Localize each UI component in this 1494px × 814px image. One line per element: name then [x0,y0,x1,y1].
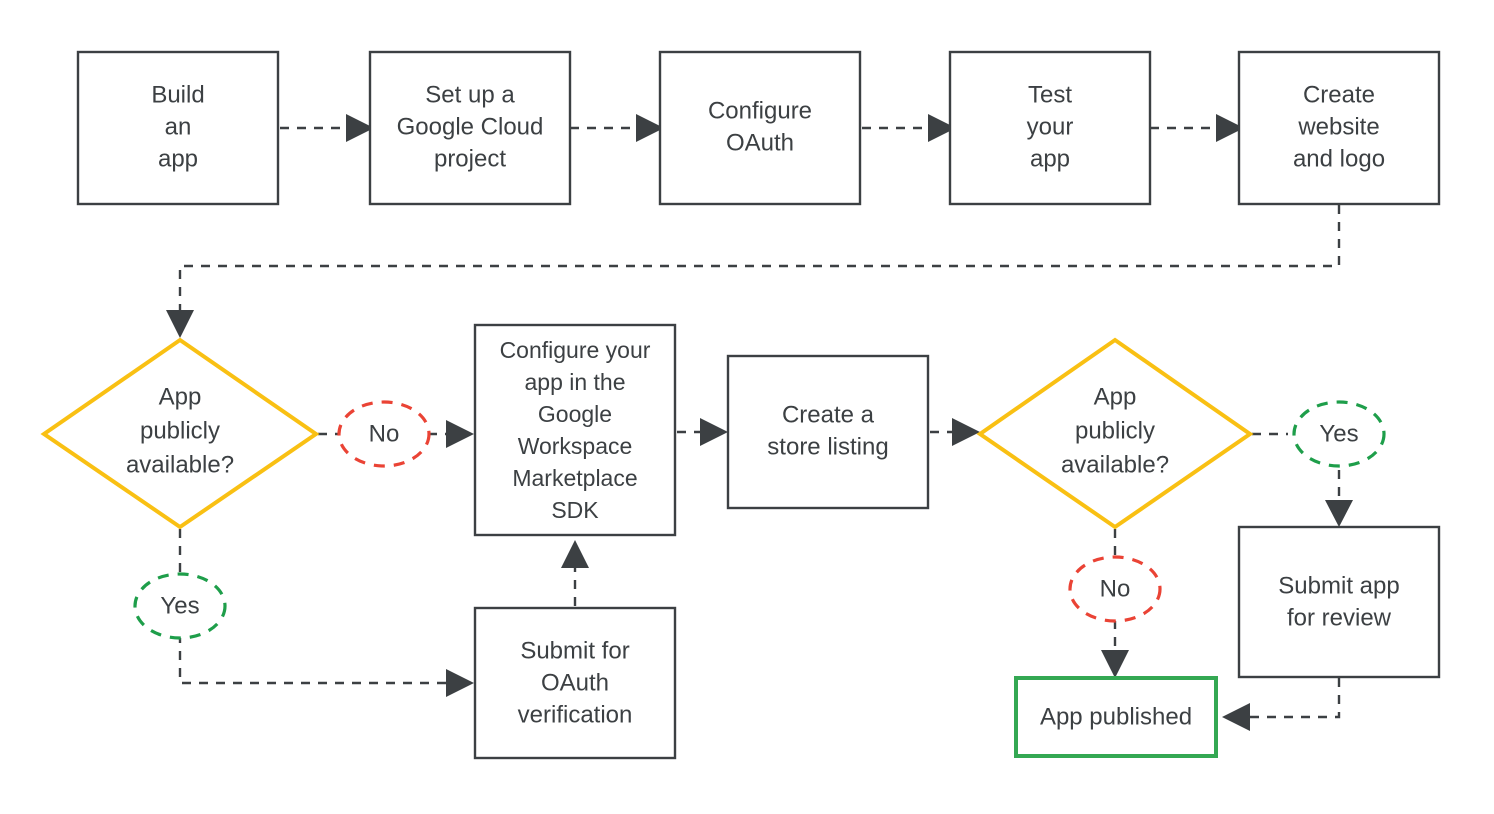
edge-label-decision-one-yes-text: Yes [160,592,199,619]
node-build-an-app-line-2: an [165,113,192,140]
connector-sdk-to-store-listing [677,418,728,446]
connector-build-to-gcloud [280,114,374,142]
arrowhead-icon [1216,114,1244,142]
node-app-published-label: App published [1040,703,1192,730]
arrowhead-icon [700,418,728,446]
node-test-your-app[interactable]: Test your app [948,50,1152,206]
node-submit-review-line-1: Submit app [1278,572,1399,599]
arrowhead-icon [166,310,194,338]
node-oauth-verification-line-1: Submit for [520,637,629,664]
arrowhead-icon [1222,703,1250,731]
edge-label-decision-two-yes-text: Yes [1319,420,1358,447]
node-configure-app-marketplace-sdk[interactable]: Configure your app in the Google Workspa… [473,323,677,537]
node-gcloud-line-3: project [434,145,506,172]
node-configure-oauth-line-2: OAuth [726,129,794,156]
node-create-store-listing[interactable]: Create a store listing [726,354,930,510]
arrowhead-icon [346,114,374,142]
node-gcloud-line-2: Google Cloud [397,113,544,140]
connector-test-to-website [1150,114,1244,142]
node-create-website-and-logo[interactable]: Create website and logo [1237,50,1441,206]
arrowhead-icon [928,114,956,142]
node-test-app-line-1: Test [1028,81,1072,108]
connector-decision-two-yes [1252,432,1353,527]
edge-label-decision-one-no-text: No [369,420,400,447]
node-configure-oauth-line-1: Configure [708,97,812,124]
node-decision-two-line-1: App [1094,383,1137,410]
node-app-published[interactable]: App published [1014,676,1218,758]
arrowhead-icon [952,418,980,446]
edge-label-decision-two-no: No [1068,555,1162,623]
node-website-logo-line-1: Create [1303,81,1375,108]
connector-store-listing-to-decision-two [930,418,980,446]
node-build-an-app[interactable]: Build an app [76,50,280,206]
node-sdk-line-4: Workspace [518,433,633,459]
node-submit-oauth-verification[interactable]: Submit for OAuth verification [473,606,677,760]
connector-decision-two-no [1101,529,1129,678]
node-decision-two-line-3: available? [1061,451,1169,478]
node-decision-two-line-2: publicly [1075,417,1155,444]
arrowhead-icon [1325,500,1353,527]
node-store-listing-line-2: store listing [767,433,888,460]
arrowhead-icon [446,669,474,697]
connector-decision-one-no [318,420,474,448]
node-website-logo-line-3: and logo [1293,145,1385,172]
node-website-logo-line-2: website [1297,113,1379,140]
node-configure-oauth[interactable]: Configure OAuth [658,50,862,206]
node-sdk-line-2: app in the [524,369,625,395]
node-decision-one-line-3: available? [126,451,234,478]
node-gcloud-line-1: Set up a [425,81,515,108]
node-test-app-line-3: app [1030,145,1070,172]
node-test-app-line-2: your [1027,113,1074,140]
node-sdk-line-3: Google [538,401,612,427]
node-sdk-line-5: Marketplace [512,465,637,491]
connector-decision-one-yes [178,529,474,697]
connector-gcloud-to-oauth [570,114,664,142]
node-submit-app-for-review[interactable]: Submit app for review [1237,525,1441,679]
edge-label-decision-one-no: No [337,400,431,468]
node-decision-one-line-1: App [159,383,202,410]
node-set-up-google-cloud-project[interactable]: Set up a Google Cloud project [368,50,572,206]
node-submit-review-line-2: for review [1287,604,1392,631]
connector-oauth-to-test [862,114,956,142]
node-build-an-app-line-1: Build [151,81,204,108]
connector-oauth-verification-to-sdk [561,540,589,606]
edge-label-decision-two-no-text: No [1100,575,1131,602]
arrowhead-icon [561,540,589,568]
arrowhead-icon [1101,650,1129,678]
edge-label-decision-two-yes: Yes [1292,400,1386,468]
arrowhead-icon [636,114,664,142]
node-decision-app-publicly-available-1[interactable]: App publicly available? [40,337,320,530]
node-oauth-verification-line-3: verification [518,701,633,728]
node-sdk-line-6: SDK [551,497,599,523]
connector-submit-review-to-published [1222,678,1341,731]
node-decision-one-line-2: publicly [140,417,220,444]
node-build-an-app-line-3: app [158,145,198,172]
edge-label-decision-one-yes: Yes [133,572,227,640]
node-decision-app-publicly-available-2[interactable]: App publicly available? [976,337,1254,530]
arrowhead-icon [446,420,474,448]
node-oauth-verification-line-2: OAuth [541,669,609,696]
node-sdk-line-1: Configure your [500,337,651,363]
node-store-listing-line-1: Create a [782,401,875,428]
connector-website-to-decision-one [166,205,1341,338]
